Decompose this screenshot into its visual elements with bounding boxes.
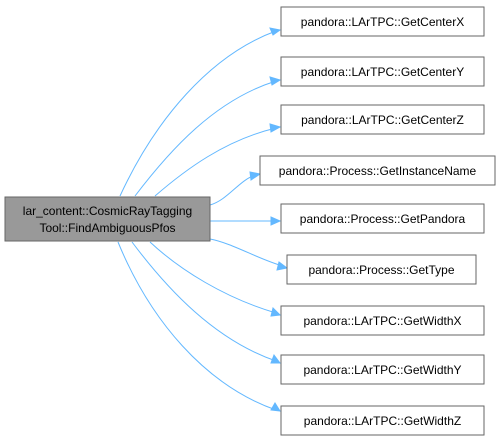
edge-getwidthz — [117, 241, 277, 411]
edge-getcentery-arrowhead — [269, 76, 282, 86]
edge-getwidthy-arrowhead — [270, 353, 281, 364]
node-getwidthy-label: pandora::LArTPC::GetWidthY — [303, 363, 461, 377]
node-getcenterx-box — [280, 6, 485, 37]
node-getcentery[interactable]: pandora::LArTPC::GetCenterY — [280, 56, 485, 87]
node-getwidthy-box — [280, 354, 485, 385]
node-getwidthx-box — [280, 305, 485, 336]
root-node-label-line1: lar_content::CosmicRayTagging — [23, 204, 192, 218]
node-getwidthz[interactable]: pandora::LArTPC::GetWidthZ — [280, 405, 485, 436]
node-getcentery-label: pandora::LArTPC::GetCenterY — [301, 65, 464, 79]
call-edges — [117, 27, 289, 412]
root-node-box — [4, 196, 211, 242]
node-gettype-label: pandora::Process::GetType — [308, 263, 454, 277]
node-getwidthx[interactable]: pandora::LArTPC::GetWidthX — [280, 305, 485, 336]
node-getcenterx[interactable]: pandora::LArTPC::GetCenterX — [280, 6, 485, 37]
node-getcenterz-box — [280, 104, 485, 135]
edge-getcenterx-arrowhead — [269, 27, 282, 36]
node-gettype[interactable]: pandora::Process::GetType — [286, 254, 477, 285]
node-getwidthx-label: pandora::LArTPC::GetWidthX — [303, 314, 461, 328]
node-getcenterz[interactable]: pandora::LArTPC::GetCenterZ — [280, 104, 485, 135]
edge-gettype — [209, 238, 284, 267]
edge-getwidthy — [131, 241, 277, 362]
node-gettype-box — [286, 254, 477, 285]
edge-getwidthx — [149, 241, 277, 314]
node-getpandora-box — [280, 203, 485, 234]
node-getcenterx-label: pandora::LArTPC::GetCenterX — [301, 15, 464, 29]
edge-getinstancename-arrowhead — [249, 171, 262, 181]
edge-getpandora-arrowhead — [270, 216, 282, 226]
edge-getwidthx-arrowhead — [270, 307, 282, 317]
node-getinstancename-box — [259, 155, 496, 186]
node-getcentery-box — [280, 56, 485, 87]
node-getinstancename-label: pandora::Process::GetInstanceName — [279, 164, 477, 178]
node-getinstancename[interactable]: pandora::Process::GetInstanceName — [259, 155, 496, 186]
node-root-findambiguouspfos[interactable]: lar_content::CosmicRayTagging Tool::Find… — [4, 196, 211, 242]
edge-getcenterz-arrowhead — [269, 123, 282, 133]
root-node-label-line2: Tool::FindAmbiguousPfos — [39, 221, 175, 235]
node-getpandora[interactable]: pandora::Process::GetPandora — [280, 203, 485, 234]
edge-getwidthz-arrowhead — [270, 402, 281, 412]
edge-getcentery — [134, 80, 277, 197]
edge-getinstancename — [209, 174, 257, 206]
node-getpandora-label: pandora::Process::GetPandora — [300, 212, 466, 226]
edge-getcenterz — [154, 127, 277, 197]
node-getwidthz-label: pandora::LArTPC::GetWidthZ — [304, 414, 461, 428]
node-getcenterz-label: pandora::LArTPC::GetCenterZ — [301, 113, 464, 127]
node-getwidthz-box — [280, 405, 485, 436]
edge-getcenterx — [119, 30, 277, 197]
edge-gettype-arrowhead — [276, 261, 289, 271]
call-nodes: lar_content::CosmicRayTagging Tool::Find… — [4, 6, 496, 436]
node-getwidthy[interactable]: pandora::LArTPC::GetWidthY — [280, 354, 485, 385]
